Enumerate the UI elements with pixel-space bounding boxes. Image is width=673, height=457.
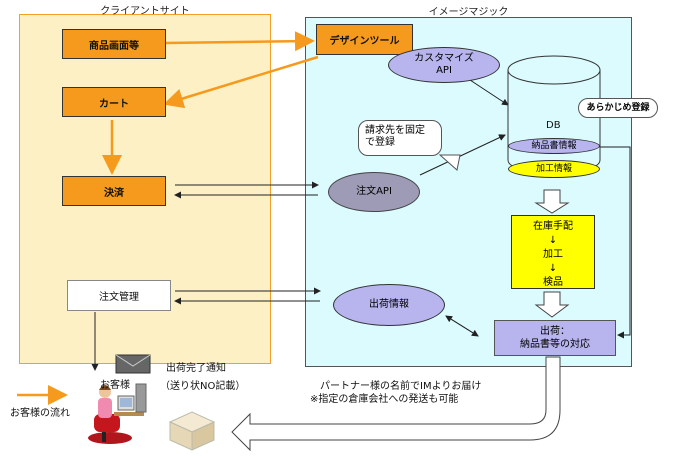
payment-box: 決済 bbox=[62, 176, 166, 206]
cart-box: カート bbox=[62, 87, 166, 117]
shipment-notice: 出荷完了通知 （送り状NO記載） bbox=[160, 363, 246, 392]
imagemagic-title: イメージマジック bbox=[428, 7, 509, 18]
client-site-title: クライアントサイト bbox=[100, 6, 190, 17]
billing-callout: 請求先を固定で登録 bbox=[358, 120, 442, 156]
flow-design-to-cart bbox=[163, 55, 319, 109]
db-label: DB bbox=[546, 120, 561, 131]
flow-product-to-design bbox=[164, 31, 315, 52]
customer-illustration bbox=[88, 383, 147, 444]
product-screen-box: 商品画面等 bbox=[62, 29, 166, 59]
order-management-box: 注文管理 bbox=[67, 280, 171, 311]
process-box: 在庫手配 ↓ 加工 ↓ 検品 bbox=[511, 215, 595, 289]
shipping-info-ellipse: 出荷情報 bbox=[333, 284, 445, 326]
shipment-box: 出荷： 納品書等の対応 bbox=[494, 320, 616, 356]
block-arrow-db-to-process bbox=[534, 189, 570, 214]
processing-info-ellipse: 加工情報 bbox=[508, 160, 600, 178]
design-tool-box: デザインツール bbox=[316, 24, 413, 55]
delivery-info-ellipse: 納品書情報 bbox=[508, 138, 600, 154]
partner-note: パートナー様の名前でIMよりお届け ※指定の倉庫会社への発送も可能 bbox=[310, 381, 482, 405]
block-arrow-process-to-shipment bbox=[534, 291, 570, 318]
envelope-icon bbox=[115, 354, 151, 374]
return-arrow bbox=[231, 356, 561, 452]
customer-label: お客様 bbox=[100, 380, 130, 391]
parcel-illustration bbox=[168, 411, 216, 451]
pre-registration-callout: あらかじめ登録 bbox=[578, 98, 658, 118]
legend-label: お客様の流れ bbox=[10, 408, 70, 419]
order-api-ellipse: 注文API bbox=[328, 172, 420, 212]
